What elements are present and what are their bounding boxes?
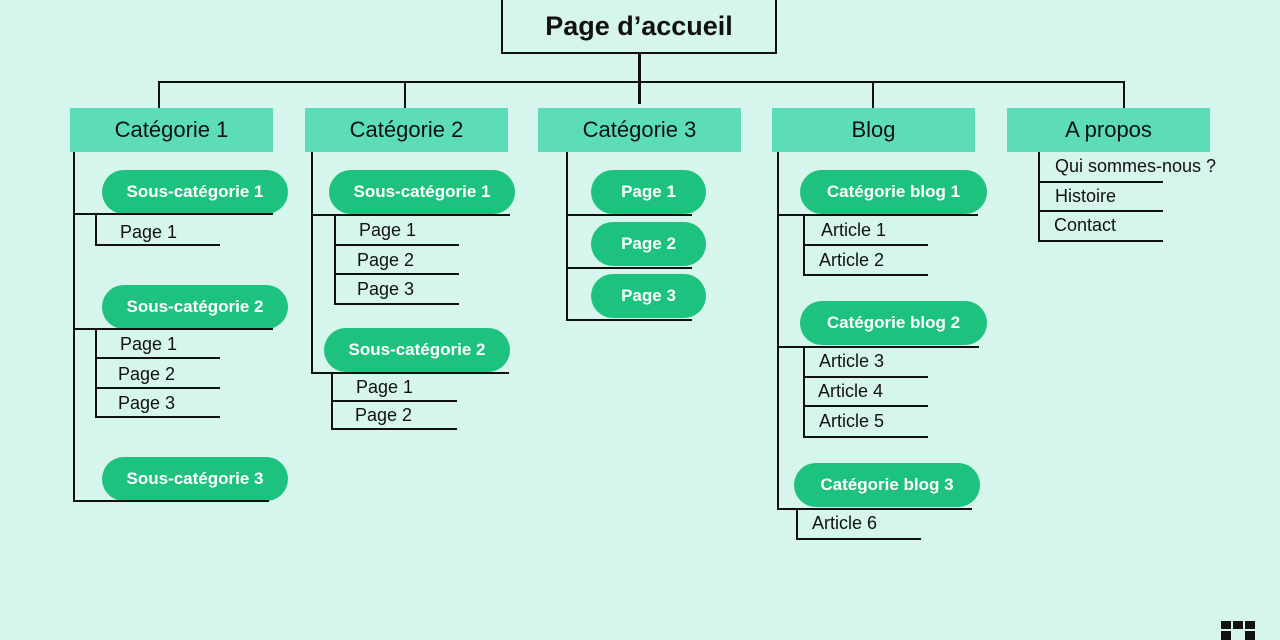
connector [1038, 240, 1163, 242]
col4-spine [777, 152, 779, 510]
subcategory-pill: Sous-catégorie 2 [102, 285, 288, 329]
page-item: Page 1 [120, 334, 178, 354]
page-item: Page 2 [355, 405, 413, 425]
blog-category-pill: Catégorie blog 1 [800, 170, 987, 214]
col5-spine [1038, 152, 1040, 242]
page-item: Page 3 [118, 393, 176, 413]
connector [334, 303, 459, 305]
article-item: Article 5 [819, 411, 885, 431]
page-item: Page 1 [359, 220, 417, 240]
connector [95, 328, 97, 418]
connector [803, 244, 928, 246]
page-pill: Page 3 [591, 274, 706, 318]
connector [803, 436, 928, 438]
page-item: Page 1 [120, 222, 178, 242]
trunk-vertical [638, 54, 641, 104]
article-item: Article 3 [819, 351, 885, 371]
connector [1038, 181, 1163, 183]
drop-col5 [1123, 81, 1125, 108]
connector [796, 538, 921, 540]
drop-col1 [158, 81, 160, 108]
drop-col4 [872, 81, 874, 108]
category-1-box: Catégorie 1 [70, 108, 273, 152]
root-label: Page d’accueil [545, 10, 733, 41]
connector [73, 500, 269, 502]
page-item: Page 1 [356, 377, 414, 397]
category-label: A propos [1065, 117, 1152, 142]
connector [311, 214, 510, 216]
connector [95, 357, 220, 359]
connector [334, 244, 459, 246]
brand-logo-icon [1221, 619, 1255, 640]
subcategory-pill: Sous-catégorie 1 [329, 170, 515, 214]
col2-spine [311, 152, 313, 374]
connector [73, 328, 273, 330]
about-item: Qui sommes-nous ? [1055, 156, 1217, 176]
about-item: Contact [1054, 215, 1117, 235]
subcategory-pill: Sous-catégorie 3 [102, 457, 288, 501]
connector [566, 319, 692, 321]
connector [777, 346, 979, 348]
drop-col2 [404, 81, 406, 108]
connector [777, 214, 978, 216]
article-item: Article 1 [821, 220, 887, 240]
page-pill: Page 2 [591, 222, 706, 266]
blog-category-pill: Catégorie blog 3 [794, 463, 980, 507]
a-propos-box: A propos [1007, 108, 1210, 152]
article-item: Article 2 [819, 250, 885, 270]
category-label: Catégorie 1 [114, 117, 229, 142]
connector [803, 376, 928, 378]
category-label: Blog [851, 117, 896, 142]
blog-box: Blog [772, 108, 975, 152]
connector [95, 244, 220, 246]
connector [311, 372, 509, 374]
trunk-horizontal [158, 81, 1125, 83]
page-pill: Page 1 [591, 170, 706, 214]
connector [803, 346, 805, 438]
connector [566, 267, 692, 269]
connector [334, 214, 336, 305]
about-item: Histoire [1055, 186, 1117, 206]
connector [1038, 210, 1163, 212]
blog-category-pill: Catégorie blog 2 [800, 301, 987, 345]
connector [95, 416, 220, 418]
connector [95, 387, 220, 389]
connector [566, 214, 692, 216]
subcategory-pill: Sous-catégorie 2 [324, 328, 510, 372]
connector [777, 508, 972, 510]
subcategory-pill: Sous-catégorie 1 [102, 170, 288, 214]
connector [803, 405, 928, 407]
col3-spine [566, 152, 568, 321]
category-label: Catégorie 2 [349, 117, 464, 142]
category-3-box: Catégorie 3 [538, 108, 741, 152]
connector [331, 400, 457, 402]
category-label: Catégorie 3 [582, 117, 697, 142]
page-item: Page 2 [357, 250, 415, 270]
category-2-box: Catégorie 2 [305, 108, 508, 152]
connector [331, 428, 457, 430]
page-item: Page 2 [118, 364, 176, 384]
col1-spine [73, 152, 75, 502]
connector [803, 274, 928, 276]
article-item: Article 4 [818, 381, 884, 401]
connector [334, 273, 459, 275]
page-item: Page 3 [357, 279, 415, 299]
connector [796, 508, 798, 540]
article-item: Article 6 [812, 513, 878, 533]
connector [95, 213, 97, 246]
connector [73, 213, 273, 215]
root-node: Page d’accueil [501, 0, 777, 54]
